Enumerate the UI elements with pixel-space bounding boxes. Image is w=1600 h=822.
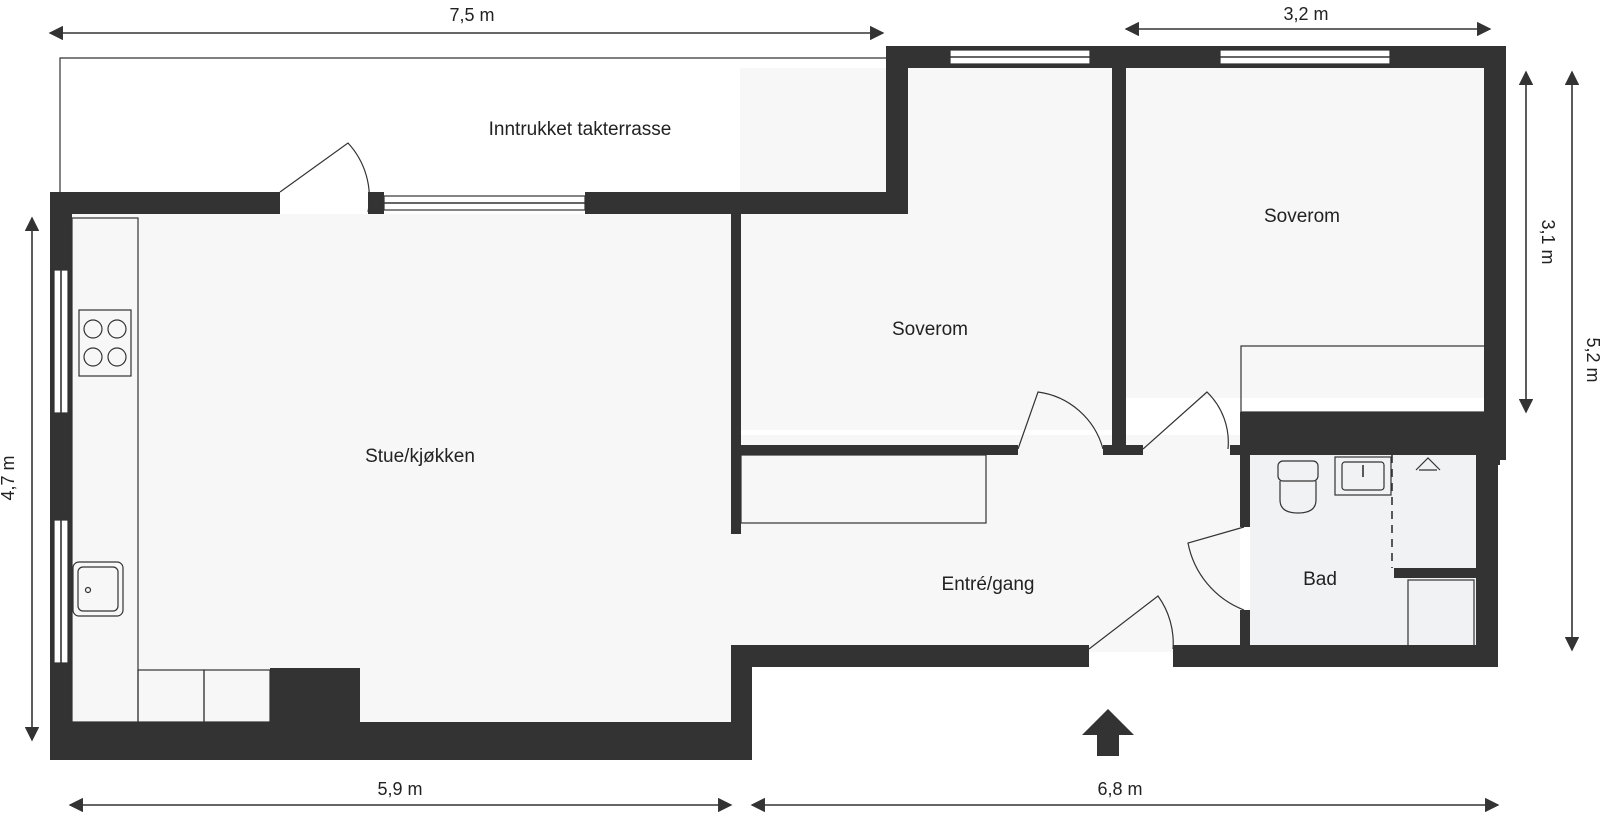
terrace-outline [59,57,886,192]
label-bedroom-1: Soverom [892,319,968,340]
wall-bottom-left [50,722,752,760]
wall-bottom-mid-a [731,645,1089,667]
wall-between-bedrooms [1112,68,1126,453]
column-block [270,668,360,724]
wardrobe-hall [740,454,987,524]
wall-bath-shower [1394,568,1478,578]
wall-bottom-mid-b [1173,645,1498,667]
floors [70,68,1486,722]
door-entrance [1088,595,1174,650]
windows [53,49,1391,664]
label-hallway: Entré/gang [942,574,1035,595]
wall-bedroom1-left [886,46,908,214]
dim-left: 4,7 m [0,455,18,500]
toilet-tank [1277,460,1319,482]
wall-door-stub [1103,445,1143,455]
door-bedroom-1 [1017,391,1104,450]
wardrobe-bedroom2 [1240,345,1486,413]
kitchen [71,217,271,723]
door-bathroom [1187,526,1245,611]
label-living-kitchen: Stue/kjøkken [365,446,475,467]
washing-machine [1407,579,1475,647]
wall-right-outer [1484,46,1506,460]
wall-bedroom2-bottom [1240,412,1506,455]
dim-bottom-left: 5,9 m [377,779,422,799]
wall-bath-left-a [1240,455,1250,527]
wall-top-living-b [368,192,384,214]
wall-door-stub-2 [1230,445,1256,455]
wall-bedroom1-bottom [731,445,1018,455]
dim-right-inner: 3,1 m [1538,219,1558,264]
washbasin [1334,456,1392,496]
label-bathroom: Bad [1303,569,1337,590]
label-terrace: Inntrukket takterrasse [489,119,672,140]
wall-right-bath [1476,455,1498,667]
kitchen-counter [71,217,139,723]
shower-drain-icon [1415,457,1441,471]
wall-bottom-step [731,645,752,760]
dim-top-right: 3,2 m [1283,4,1328,24]
floor-bedroom-2 [1126,68,1486,398]
floor-main [70,214,1240,722]
doors [279,142,1245,650]
entrance-arrow-icon [1082,709,1134,756]
dim-bottom-right: 6,8 m [1097,779,1142,799]
door-bedroom-2 [1142,391,1229,450]
floor-bedroom-1 [740,68,1112,430]
wall-living-bedroom [731,214,741,534]
dim-right-outer: 5,2 m [1583,337,1600,382]
floor-bathroom [1250,455,1478,645]
door-terrace [279,142,370,213]
sink [72,561,124,617]
wall-top-living-c [585,192,905,214]
dimension-lines [24,21,1580,813]
bathroom-fixtures [1277,455,1475,647]
cabinet-2 [203,669,271,723]
wall-bath-left-b [1240,610,1250,655]
dim-top-left: 7,5 m [449,5,494,25]
label-bedroom-2: Soverom [1264,206,1340,227]
wall-top-living-a [50,192,280,214]
cooktop [78,309,132,377]
toilet-bowl [1279,481,1317,514]
